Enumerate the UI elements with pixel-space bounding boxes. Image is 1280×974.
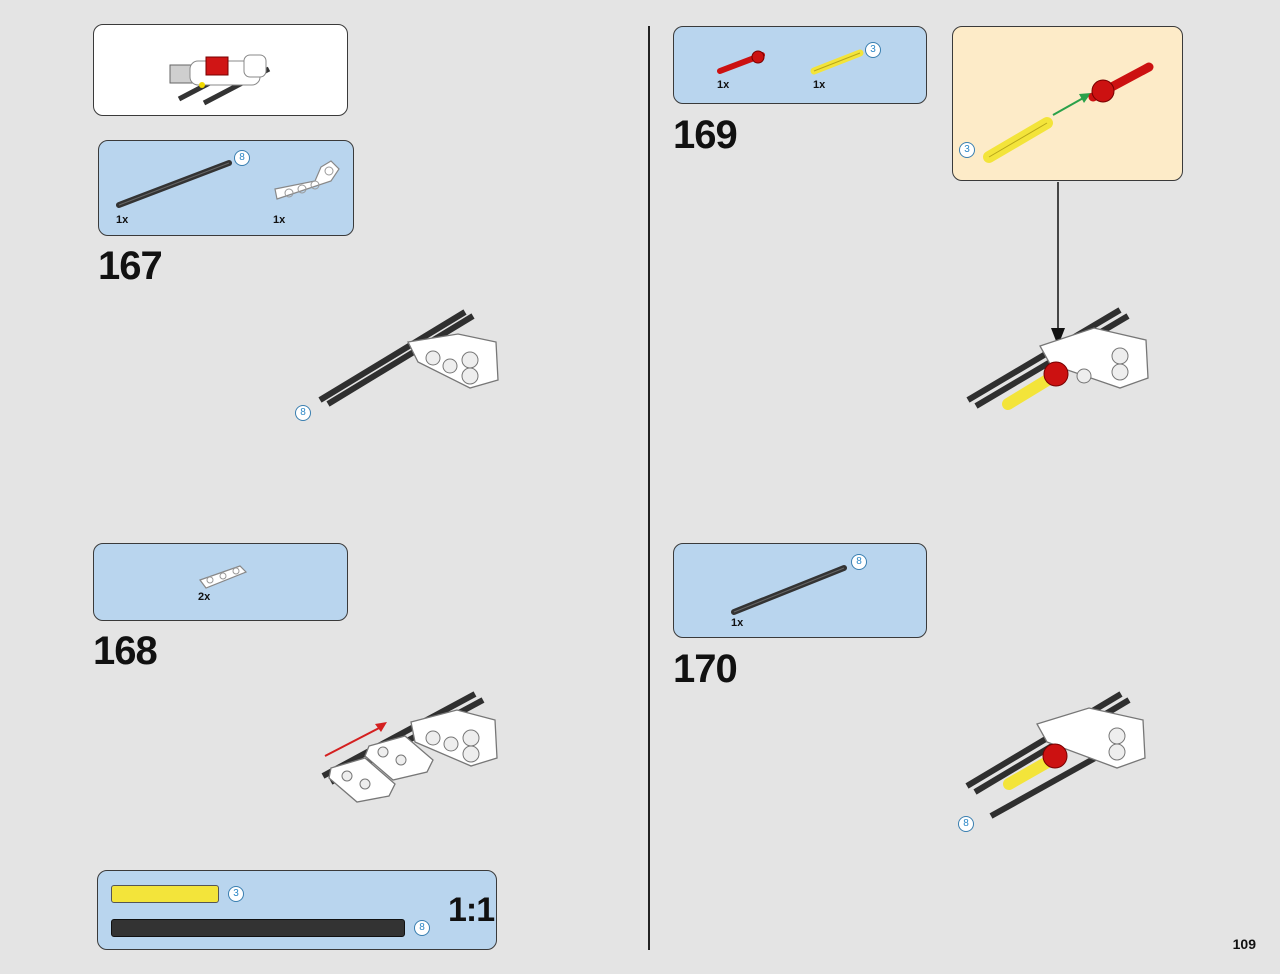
- step-167-model: [318, 309, 499, 407]
- red-axle-pin-part: [717, 50, 765, 74]
- step-169-parts-box: 3 1x 1x: [673, 26, 927, 104]
- part-quantity: 1x: [273, 214, 286, 226]
- step-170-parts-box: 8 1x: [673, 543, 927, 638]
- part-quantity: 1x: [731, 617, 744, 629]
- callout-illustration: [983, 62, 1154, 163]
- step-170-model: [965, 691, 1146, 819]
- step-number: 169: [673, 113, 738, 157]
- yellow-axle-part: [810, 49, 864, 75]
- length-badge: 8: [234, 150, 250, 166]
- step-number: 170: [673, 647, 738, 691]
- step-168-model: [321, 691, 498, 803]
- part-quantity: 1x: [116, 214, 129, 226]
- step-number: 167: [98, 244, 163, 288]
- page-divider: [648, 26, 650, 950]
- black-axle-part: [116, 160, 232, 208]
- white-liftarm-part: [199, 565, 248, 589]
- part-quantity: 2x: [198, 591, 211, 603]
- subassembly-preview: [93, 24, 348, 116]
- scale-reference-box: 3 8 1:1: [97, 870, 497, 950]
- length-badge: 8: [851, 554, 867, 570]
- step-169-callout: 3: [952, 26, 1183, 181]
- scale-label: 1:1: [448, 891, 495, 929]
- part-quantity: 1x: [717, 79, 730, 91]
- length-badge: 3: [865, 42, 881, 58]
- subassembly-preview-illustration: [169, 54, 271, 106]
- step-169-model: [966, 182, 1149, 410]
- page-number: 109: [1232, 936, 1256, 952]
- step-167-parts-box: 8 1x 1x: [98, 140, 354, 236]
- step-168-parts-box: 2x: [93, 543, 348, 621]
- part-quantity: 1x: [813, 79, 826, 91]
- length-badge: 3: [959, 142, 975, 158]
- black-axle-scale: [111, 919, 405, 937]
- white-liftarm-part: [274, 160, 340, 200]
- length-badge: 8: [414, 920, 430, 936]
- black-axle-part: [731, 565, 847, 615]
- length-badge: 8: [295, 405, 311, 421]
- yellow-axle-scale: [111, 885, 219, 903]
- length-badge: 3: [228, 886, 244, 902]
- step-number: 168: [93, 629, 158, 673]
- length-badge: 8: [958, 816, 974, 832]
